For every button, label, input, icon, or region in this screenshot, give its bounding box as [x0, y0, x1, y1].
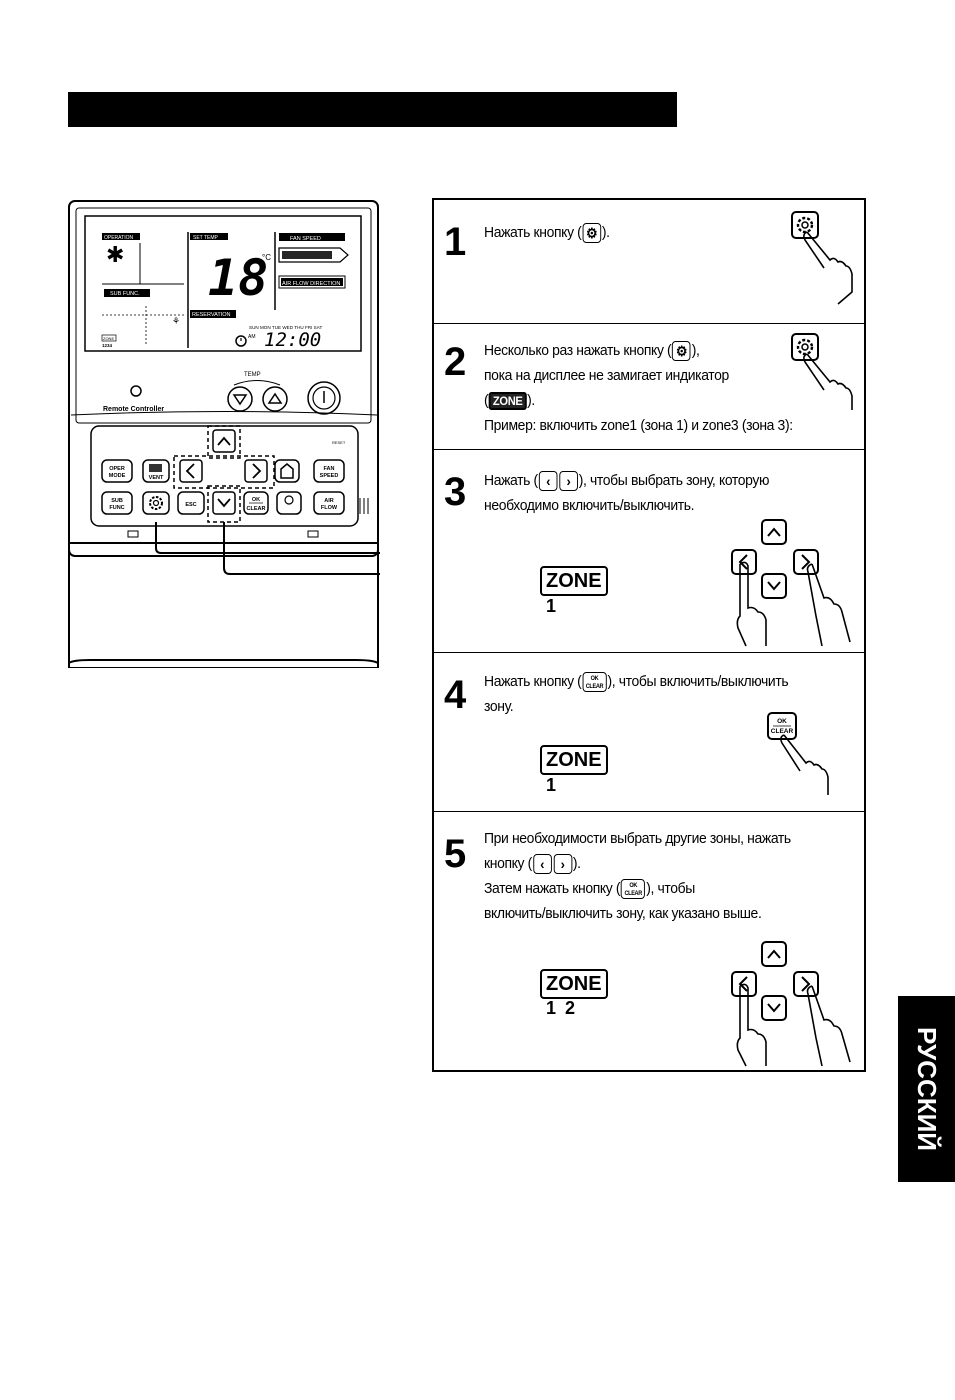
temp-label: TEMP [244, 372, 261, 378]
remote-controller-label: Remote Controller [103, 406, 164, 413]
snowflake-icon: ✱ [106, 243, 124, 268]
display-zone-label: ZONE [103, 336, 114, 341]
chevron-left-icon: ‹ [538, 471, 558, 492]
finger-press-arrows-icon [731, 519, 851, 647]
operation-label: OPERATION [104, 235, 133, 241]
instruction-steps-panel: 1 Нажать кнопку (⚙). 2 Несколько раз наж… [432, 198, 866, 1072]
esc-label: ESC [185, 502, 196, 508]
gear-icon: ⚙ [582, 223, 601, 244]
finger-press-arrows-icon [731, 941, 851, 1067]
svg-text:FLOW: FLOW [321, 505, 338, 511]
step-3: 3 Нажать (‹›), чтобы выбрать зону, котор… [434, 450, 864, 653]
svg-text:OPER: OPER [109, 466, 125, 472]
sub-func-label: SUB FUNC. [110, 291, 140, 297]
set-temp-label: SET TEMP [193, 235, 218, 241]
step-number: 1 [444, 220, 467, 264]
air-flow-direction-label: AIR FLOW DIRECTION [282, 281, 340, 287]
svg-text:FAN: FAN [324, 466, 335, 472]
step-text: Несколько раз нажать кнопку (⚙), пока на… [484, 341, 793, 434]
finger-press-ok-clear-icon: OK CLEAR [767, 712, 829, 795]
zone-display: ZONE [540, 745, 608, 775]
svg-text:SUB: SUB [111, 498, 123, 504]
section-title-bar [68, 92, 677, 127]
language-label: РУССКИЙ [912, 1027, 942, 1151]
step-5: 5 При необходимости выбрать другие зоны,… [434, 812, 864, 1070]
ok-label: OK [252, 497, 260, 503]
zone-number: 1 2 [546, 998, 578, 1018]
zone-display: ZONE [540, 566, 608, 596]
step-number: 2 [444, 340, 467, 384]
finger-press-gear-icon [791, 333, 853, 410]
zone-display: ZONE [540, 969, 608, 999]
svg-text:MODE: MODE [109, 473, 126, 479]
chevron-left-icon: ‹ [532, 854, 552, 875]
chevron-right-icon: › [553, 854, 572, 875]
step-number: 3 [444, 470, 467, 514]
step-text: Нажать (‹›), чтобы выбрать зону, которую… [484, 471, 770, 514]
zone-indicator-icon: ZONE [488, 392, 528, 411]
svg-text:AIR: AIR [324, 498, 334, 504]
step-text: Нажать кнопку (⚙). [484, 223, 610, 244]
vent-label: VENT [149, 475, 164, 481]
chevron-right-icon: › [559, 471, 578, 492]
step-text: При необходимости выбрать другие зоны, н… [484, 830, 791, 922]
step-1: 1 Нажать кнопку (⚙). [434, 200, 864, 324]
display-zone-digits: 1234 [102, 343, 113, 348]
reservation-label: RESERVATION [192, 312, 231, 318]
am-label: AM [248, 334, 256, 340]
temp-unit: °C [262, 253, 271, 262]
remote-controller-illustration: OPERATION ✱ SUB FUNC. ⚘ ZONE 1234 SET TE… [68, 200, 380, 668]
time-readout: 12:00 [264, 329, 321, 351]
weekdays-label: SUN MON TUE WED THU FRI SAT [249, 325, 322, 330]
svg-text:SPEED: SPEED [320, 473, 339, 479]
clear-label: CLEAR [247, 506, 266, 512]
temp-readout: 18 [208, 249, 268, 307]
gear-icon: ⚙ [672, 341, 691, 362]
zone-number: 1 [546, 775, 559, 795]
svg-text:CLEAR: CLEAR [771, 728, 794, 735]
step-number: 4 [444, 673, 467, 717]
fan-speed-label: FAN SPEED [290, 236, 321, 242]
svg-text:FUNC: FUNC [109, 505, 124, 511]
step-number: 5 [444, 832, 467, 876]
svg-text:OK: OK [777, 718, 787, 725]
svg-text:RESET: RESET [332, 440, 346, 445]
zone-number: 1 [546, 596, 559, 616]
fan-mini-icon: ⚘ [172, 317, 180, 327]
step-2: 2 Несколько раз нажать кнопку (⚙), пока … [434, 324, 864, 450]
language-side-tab: РУССКИЙ [898, 996, 955, 1182]
finger-press-gear-icon [791, 211, 853, 305]
